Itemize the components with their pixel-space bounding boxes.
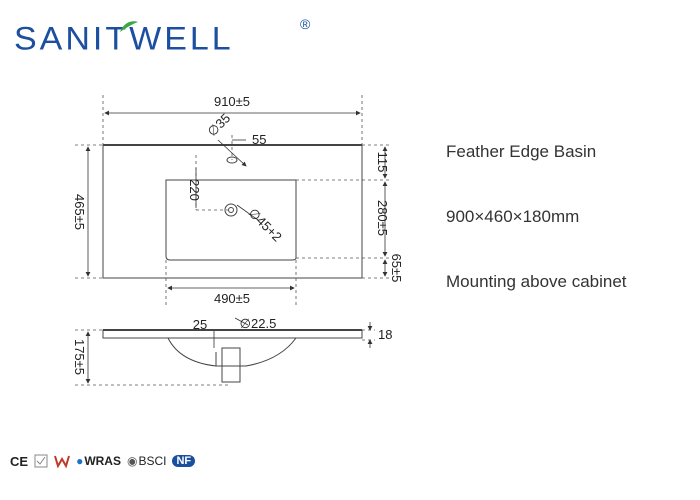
dim-basin-depth-plan: 220 bbox=[187, 179, 202, 201]
dim-top-thickness: 18 bbox=[378, 327, 392, 342]
basin-cutout bbox=[165, 179, 297, 261]
water-drop-icon: ● bbox=[76, 454, 84, 468]
product-mounting: Mounting above cabinet bbox=[446, 272, 627, 291]
leaf-icon bbox=[120, 21, 138, 32]
certification-row: CE ●WRAS ◉BSCI NF bbox=[10, 450, 196, 472]
dim-front-edge: 65±5 bbox=[389, 254, 404, 283]
dim-top-edge: 115 bbox=[375, 152, 390, 173]
bsci-badge: ◉BSCI bbox=[127, 454, 167, 468]
ce-mark-icon: CE bbox=[10, 453, 29, 469]
side-view-top bbox=[102, 329, 363, 339]
product-size: 900×460×180mm bbox=[446, 207, 580, 226]
nf-badge: NF bbox=[172, 455, 196, 467]
watermark-w-icon bbox=[54, 455, 71, 468]
dim-basin-length: 280±5 bbox=[375, 200, 390, 236]
bsci-label: BSCI bbox=[138, 454, 167, 468]
registered-mark: ® bbox=[300, 16, 311, 32]
dim-drain-dia: ∅22.5 bbox=[240, 316, 277, 331]
wras-label: WRAS bbox=[84, 454, 121, 468]
bsci-circle-icon: ◉ bbox=[126, 454, 138, 468]
dim-drain-hole: ∅45+2 bbox=[246, 205, 285, 244]
tap-hole bbox=[226, 156, 238, 164]
side-view-bowl bbox=[167, 337, 297, 367]
dim-basin-width: 490±5 bbox=[214, 291, 250, 306]
product-name: Feather Edge Basin bbox=[446, 142, 597, 161]
drain-circle bbox=[224, 203, 238, 217]
dim-side-offset: 25 bbox=[193, 317, 207, 332]
checkmark-cert-icon bbox=[34, 454, 48, 468]
dim-total-height: 175±5 bbox=[72, 339, 87, 375]
wras-badge: ●WRAS bbox=[76, 454, 121, 468]
brand-logo: SANITWELL ® bbox=[14, 14, 314, 64]
logo-text: SANITWELL bbox=[14, 20, 234, 58]
dim-tap-offset: 55 bbox=[252, 132, 266, 147]
dim-depth: 465±5 bbox=[72, 194, 87, 230]
dim-tap-hole: ∅35 bbox=[204, 110, 233, 139]
side-view-drain bbox=[221, 347, 241, 383]
dim-top-width: 910±5 bbox=[214, 94, 250, 109]
